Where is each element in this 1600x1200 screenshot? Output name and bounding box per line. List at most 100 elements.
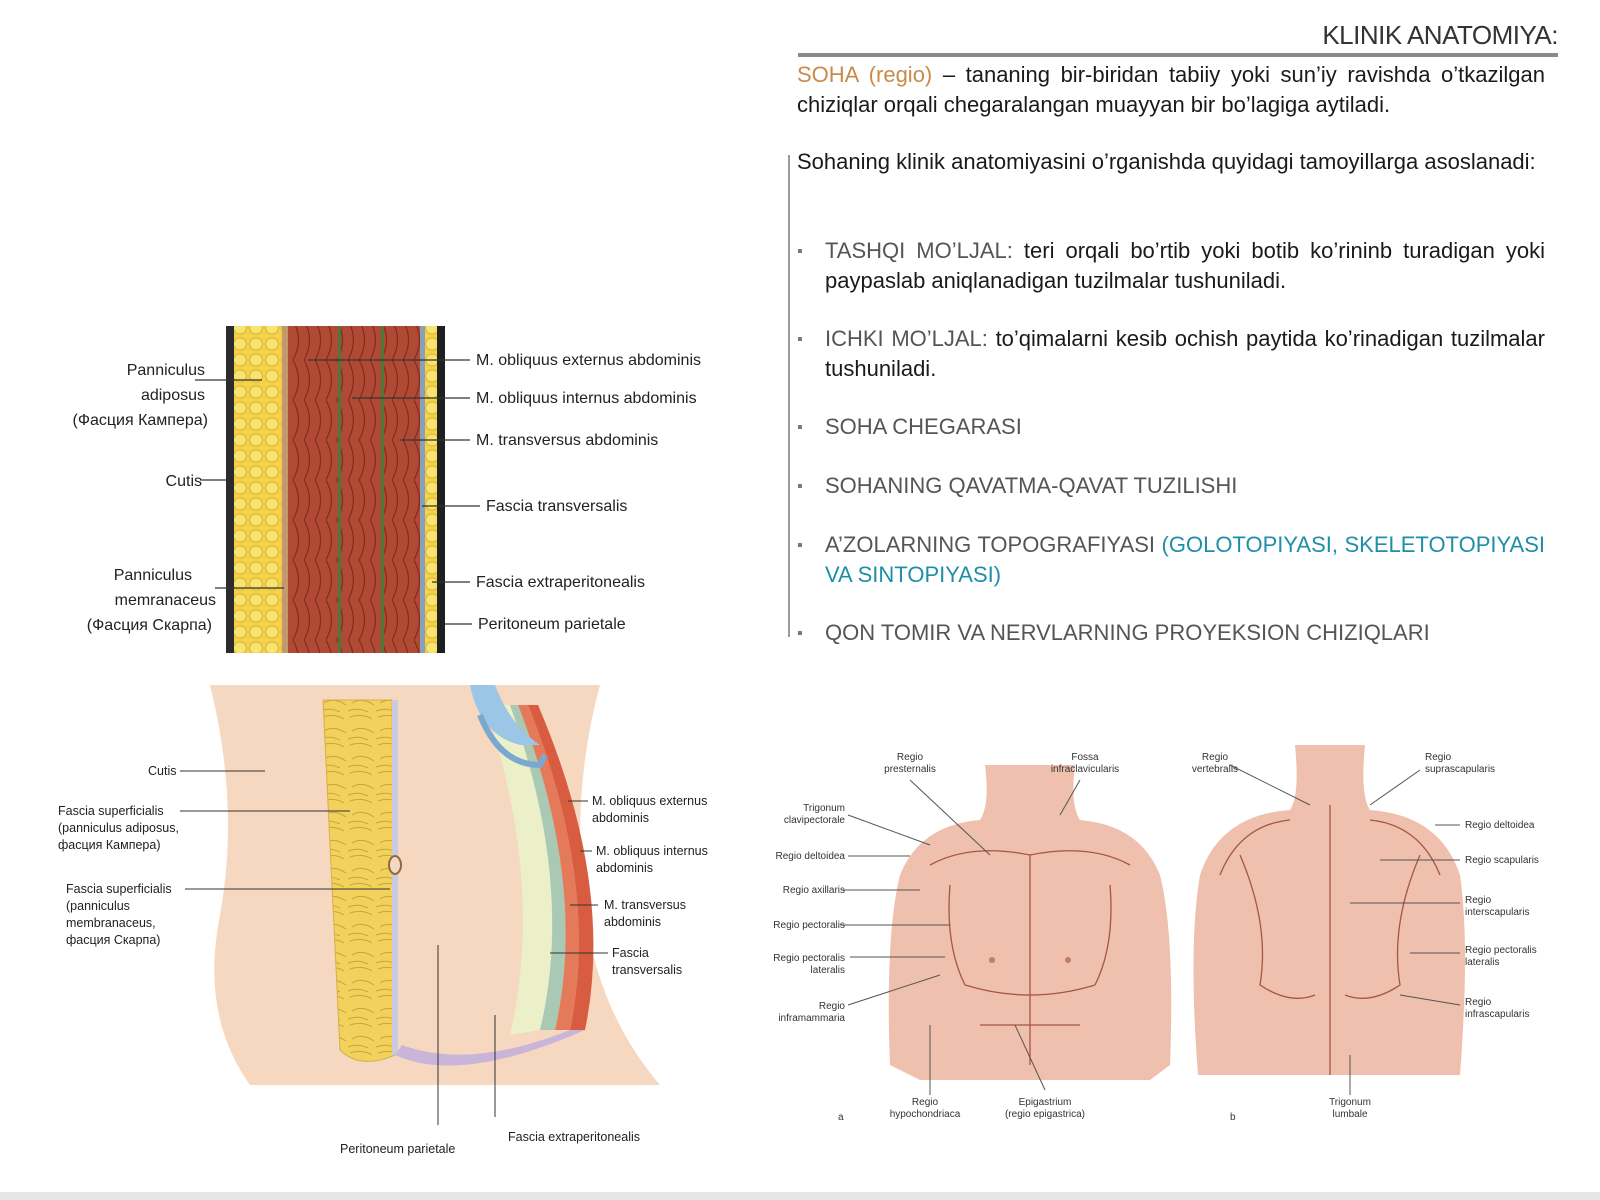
external-oblique-layer xyxy=(288,326,338,653)
bullet-square-icon: ▪ xyxy=(797,243,803,260)
section-label-bottom: Peritoneum parietale xyxy=(340,1142,455,1156)
panniculus-adiposus-layer xyxy=(234,326,282,653)
layer-label-right: M. transversus abdominis xyxy=(476,432,658,449)
layer-label-right: Fascia transversalis xyxy=(486,498,627,515)
section-label-bottom: Fascia extraperitonealis xyxy=(508,1130,640,1144)
bullet-label: A’ZOLARNING TOPOGRAFIYASI xyxy=(825,532,1162,557)
region-label: hypochondriaca xyxy=(890,1109,961,1120)
abdominal-section-figure: Cutis Fascia superficialis (panniculus a… xyxy=(58,685,708,1156)
region-label: presternalis xyxy=(884,764,936,775)
region-label: lateralis xyxy=(811,965,845,976)
bullet-item: ▪ SOHANING QAVATMA-QAVAT TUZILISHI xyxy=(797,471,1545,501)
region-label: Regio xyxy=(1465,997,1492,1008)
region-label: Regio deltoidea xyxy=(1465,820,1535,831)
bullet-square-icon: ▪ xyxy=(797,419,803,436)
region-label: lateralis xyxy=(1465,957,1499,968)
bullet-square-icon: ▪ xyxy=(797,537,803,554)
section-label-right: M. obliquus internus xyxy=(596,844,708,858)
region-label: interscapularis xyxy=(1465,907,1529,918)
peritoneum-layer xyxy=(437,326,445,653)
section-label-left: (panniculus xyxy=(66,899,130,913)
layer-label-left: Cutis xyxy=(166,473,202,490)
region-label: Regio xyxy=(1425,752,1452,763)
bullet-label: SOHA CHEGARASI xyxy=(825,414,1022,439)
region-label: infraclavicularis xyxy=(1051,764,1119,775)
region-label: suprascapularis xyxy=(1425,764,1495,775)
region-label: Regio pectoralis xyxy=(773,920,845,931)
bullet-item: ▪ SOHA CHEGARASI xyxy=(797,412,1545,442)
region-label: (regio epigastrica) xyxy=(1005,1109,1085,1120)
section-label-right: transversalis xyxy=(612,963,682,977)
bullet-item: ▪ QON TOMIR VA NERVLARNING PROYEKSION CH… xyxy=(797,618,1545,648)
layer-label-left: memranaceus xyxy=(115,592,216,609)
scarpa-fascia-layer xyxy=(282,326,288,653)
layer-label-right: M. obliquus externus abdominis xyxy=(476,352,701,369)
slide-title: KLINIK ANATOMIYA: xyxy=(1322,20,1558,50)
region-label: Regio axillaris xyxy=(783,885,845,896)
subcutaneous-fat xyxy=(322,699,396,1062)
layer-label-left: Panniculus xyxy=(114,567,192,584)
section-label-left: membranaceus, xyxy=(66,916,156,930)
section-label-left: фасция Скарпа) xyxy=(66,933,160,947)
section-label-right: M. obliquus externus xyxy=(592,794,707,808)
region-label: lumbale xyxy=(1332,1109,1367,1120)
section-label-left: Fascia superficialis xyxy=(58,804,164,818)
section-label-right: abdominis xyxy=(596,861,653,875)
bullet-text: to’qimalarni kesib ochish paytida ko’rin… xyxy=(825,326,1545,381)
figure-letter: b xyxy=(1230,1112,1236,1123)
region-label: Trigonum xyxy=(1329,1097,1371,1108)
region-label: infrascapularis xyxy=(1465,1009,1529,1020)
bullet-item: ▪ TASHQI MO’LJAL: teri orqali bo’rtib yo… xyxy=(797,236,1545,296)
region-label: clavipectorale xyxy=(784,815,846,826)
region-label: Regio xyxy=(912,1097,939,1108)
bottom-strip xyxy=(0,1192,1600,1200)
skin-layer xyxy=(226,326,234,653)
body-regions-figure: Trigonum clavipectorale Regio deltoidea … xyxy=(773,745,1539,1123)
layer-label-right: M. obliquus internus abdominis xyxy=(476,390,697,407)
section-label-left: Fascia superficialis xyxy=(66,882,172,896)
bullet-label: TASHQI MO’LJAL: xyxy=(825,238,1013,263)
region-label: Regio xyxy=(1465,895,1492,906)
definition-text: – tananing bir-biridan tabiiy yoki sun’i… xyxy=(797,62,1545,117)
layer-label-right: Fascia extraperitonealis xyxy=(476,574,645,591)
back-torso xyxy=(1193,745,1465,1075)
fascia-transversalis-layer xyxy=(420,326,425,653)
transversus-layer xyxy=(384,326,420,653)
section-label-right: M. transversus xyxy=(604,898,686,912)
bullet-label: SOHANING QAVATMA-QAVAT TUZILISHI xyxy=(825,473,1238,498)
bullet-square-icon: ▪ xyxy=(797,625,803,642)
section-label-right: Fascia xyxy=(612,946,649,960)
section-label-left: фасция Кампера) xyxy=(58,838,160,852)
region-label: Regio xyxy=(1202,752,1229,763)
region-label: Regio xyxy=(897,752,924,763)
bullet-item: ▪ A’ZOLARNING TOPOGRAFIYASI (GOLOTOPIYAS… xyxy=(797,530,1545,590)
fascia-band xyxy=(485,705,553,1035)
region-label: vertebralis xyxy=(1192,764,1238,775)
vertical-divider xyxy=(788,155,790,637)
section-label-right: abdominis xyxy=(604,915,661,929)
section-label-left: Cutis xyxy=(148,764,176,778)
layer-label-left: (Фасция Кампера) xyxy=(72,412,208,429)
bullet-square-icon: ▪ xyxy=(797,331,803,348)
muscle-layers xyxy=(518,705,579,1030)
bullet-item: ▪ ICHKI MO’LJAL: to’qimalarni kesib ochi… xyxy=(797,324,1545,384)
definition-term: SOHA (regio) xyxy=(797,62,933,87)
region-label: Regio pectoralis xyxy=(773,953,845,964)
region-label: Regio pectoralis xyxy=(1465,945,1537,956)
bullet-text: teri orqali bo’rtib yoki botib ko’rininb… xyxy=(825,238,1545,293)
region-label: Regio scapularis xyxy=(1465,855,1539,866)
layer-label-right: Peritoneum parietale xyxy=(478,616,626,633)
region-label: Regio deltoidea xyxy=(776,851,846,862)
region-label: inframammaria xyxy=(778,1013,845,1024)
intro-paragraph: Sohaning klinik anatomiyasini o’rganishd… xyxy=(797,149,1536,174)
navel-icon xyxy=(388,855,402,875)
region-label: Regio xyxy=(819,1001,846,1012)
rib-cartilage xyxy=(470,685,540,745)
bullet-highlight: (GOLOTOPIYASI, SKELETOTOPIYASI VA SINTOP… xyxy=(825,532,1545,587)
title-divider xyxy=(798,53,1558,57)
extraperitoneal-layer xyxy=(425,326,437,653)
region-label: Trigonum xyxy=(803,803,845,814)
figure-letter: a xyxy=(838,1112,844,1123)
section-label-right: abdominis xyxy=(592,811,649,825)
definition-paragraph: SOHA (regio) – tananing bir-biridan tabi… xyxy=(797,60,1545,120)
